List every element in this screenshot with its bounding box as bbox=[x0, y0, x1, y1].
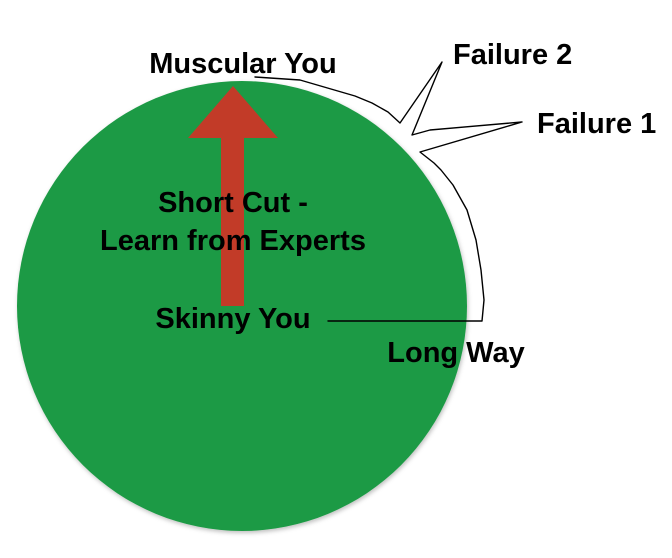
label-failure-1: Failure 1 bbox=[537, 108, 656, 140]
label-skinny-you: Skinny You bbox=[155, 303, 310, 335]
long-way-path bbox=[254, 61, 523, 322]
label-short-cut-line2: Learn from Experts bbox=[100, 225, 366, 257]
label-long-way: Long Way bbox=[387, 337, 524, 369]
short-cut-arrow bbox=[188, 86, 278, 306]
label-failure-2: Failure 2 bbox=[453, 39, 572, 71]
label-muscular-you: Muscular You bbox=[149, 48, 336, 80]
label-short-cut-line1: Short Cut - bbox=[158, 187, 308, 219]
